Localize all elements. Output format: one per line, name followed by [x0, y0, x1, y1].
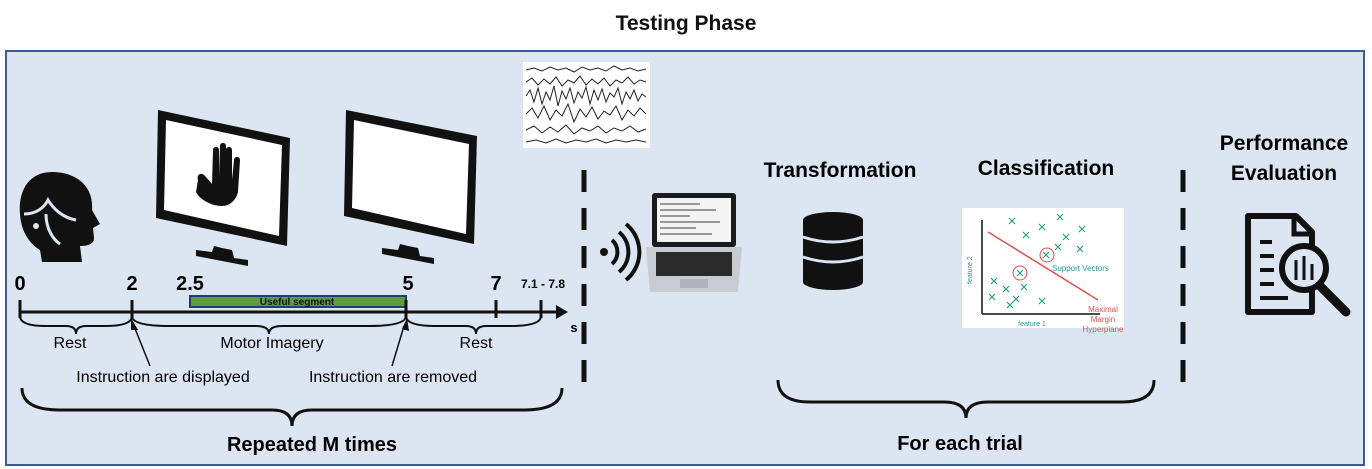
repeated-brace: [20, 387, 564, 427]
tick-label: 2.5: [176, 273, 204, 295]
svm-plot: Support Vectors Maximal Margin Hyperplan…: [962, 208, 1124, 334]
event-label: Instruction are removed: [309, 369, 477, 386]
phase-label: Motor Imagery: [220, 335, 323, 352]
unit-label: s: [570, 320, 577, 335]
classification-label: Classification: [978, 157, 1115, 180]
hyperplane-label: Margin: [1091, 315, 1115, 324]
rest-brace: [405, 315, 542, 335]
monitor-blank-icon: [344, 110, 477, 264]
head-icon: [19, 172, 100, 262]
timeline: Useful segment 0 2 2.5 5 7 7.1 - 7.8 s R…: [14, 273, 577, 386]
rest-brace: [19, 315, 133, 335]
hyperplane-line: [987, 231, 1099, 301]
database-icon: [802, 212, 864, 290]
phase-label: Rest: [54, 335, 87, 352]
page-title: Testing Phase: [615, 12, 757, 35]
y-axis-label: feature 2: [967, 256, 974, 284]
tick-label: 7: [490, 273, 501, 295]
trial-label: For each trial: [897, 433, 1023, 455]
useful-segment-label: Useful segment: [260, 297, 335, 308]
hyperplane-label: Hyperplane: [1083, 325, 1124, 334]
laptop-icon: [646, 193, 742, 292]
transformation-label: Transformation: [764, 159, 917, 182]
event-label: Instruction are displayed: [76, 369, 249, 386]
repeated-label: Repeated M times: [227, 434, 397, 456]
tick-label: 2: [126, 273, 137, 295]
support-vectors-label: Support Vectors: [1052, 264, 1109, 273]
tick-label: 7.1 - 7.8: [521, 277, 565, 291]
hyperplane-label: Maximal: [1088, 305, 1118, 314]
tick-label: 5: [402, 273, 413, 295]
evaluation-label: Performance: [1220, 132, 1348, 155]
wireless-icon: [600, 222, 642, 282]
eeg-signal-icon: [523, 62, 650, 148]
monitor-hand-icon: [156, 110, 290, 266]
evaluation-label: Evaluation: [1231, 162, 1337, 185]
x-axis-label: feature 1: [1018, 321, 1046, 328]
trial-brace: [776, 379, 1156, 419]
tick-label: 0: [14, 273, 25, 295]
motor-imagery-brace: [131, 315, 407, 335]
phase-label: Rest: [460, 335, 493, 352]
document-search-icon: [1245, 213, 1351, 317]
